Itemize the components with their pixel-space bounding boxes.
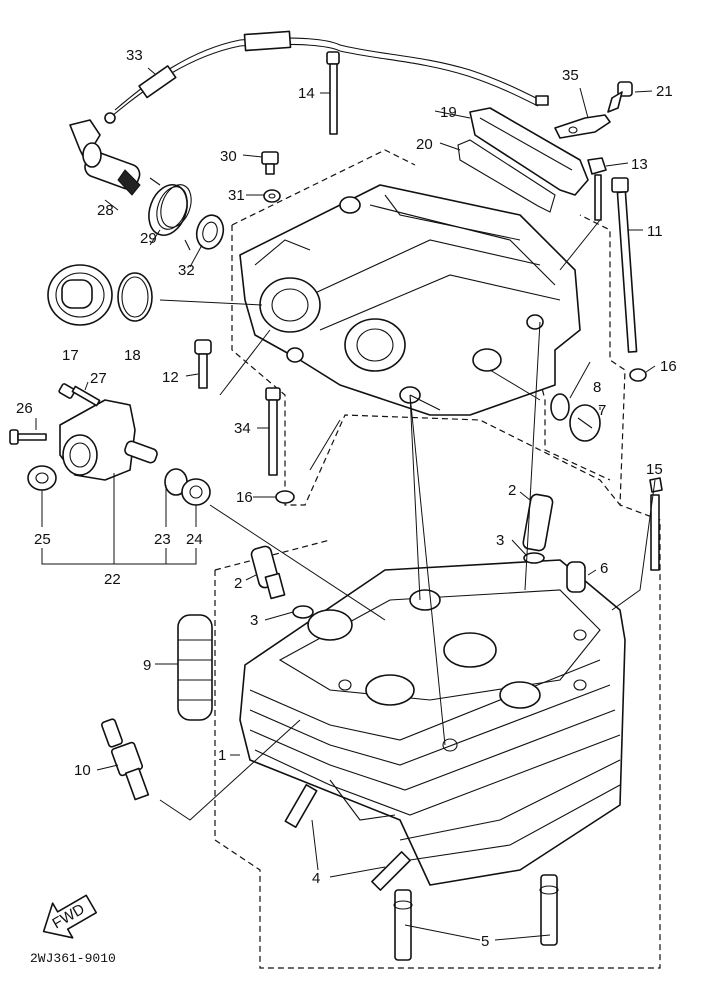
spring-29 [148,177,192,251]
callout-23: 23 [154,531,171,548]
callout-1: 1 [218,747,226,764]
cylinder-head-cover [239,184,581,416]
callout-9: 9 [143,657,151,674]
callout-28: 28 [97,202,114,219]
washer-16-left [275,490,295,504]
callout-3-lower: 3 [250,612,258,629]
stud-4-lower [371,851,411,891]
callout-30: 30 [220,148,237,165]
bolt-24 [181,478,211,506]
valve-guide-2-lower [250,545,286,600]
o-ring-8 [550,393,570,421]
callout-21: 21 [656,83,673,100]
callout-29: 29 [140,230,157,247]
bolt-12 [194,339,212,389]
bracket-35 [554,114,611,139]
spark-plug-10 [101,718,150,801]
callout-13: 13 [631,156,648,173]
clip-3-lower [292,605,314,619]
callout-32: 32 [178,262,195,279]
valve-guide-2-upper [522,493,554,552]
stud-5-left [393,889,413,961]
callout-10: 10 [74,762,91,779]
bolt-27 [58,383,101,407]
callout-2-lower: 2 [234,575,242,592]
bolt-34 [265,387,281,476]
stud-15 [649,477,663,571]
callout-33: 33 [126,47,143,64]
washer-16-right [629,368,647,382]
callout-3-upper: 3 [496,532,504,549]
callout-26: 26 [16,400,33,417]
clip-3-upper [523,552,545,564]
fwd-arrow-icon: FWD [42,894,98,939]
callout-31: 31 [228,187,245,204]
callout-6: 6 [600,560,608,577]
callout-25: 25 [34,531,51,548]
dowel-6 [566,561,586,593]
assembly-outline-lower [214,504,661,969]
cap-17 [47,264,113,326]
callout-19: 19 [440,104,457,121]
gasket-19 [469,107,589,196]
screw-26 [9,429,47,445]
callout-16-left: 16 [236,489,253,506]
washer-31 [263,189,281,203]
callout-16-right: 16 [660,358,677,375]
callout-34: 34 [234,420,251,437]
callout-15: 15 [646,461,663,478]
callout-5: 5 [481,933,489,950]
callout-labels: 33 14 35 21 19 20 30 13 31 28 11 29 32 1… [16,47,677,966]
nut-13 [587,157,607,221]
bolt-21 [607,81,633,113]
callout-17: 17 [62,347,79,364]
callout-22: 22 [104,571,121,588]
callout-35: 35 [562,67,579,84]
callout-4: 4 [312,870,320,887]
bolt-14 [326,51,340,135]
stud-11 [611,177,638,353]
plug-7 [569,404,601,442]
cable-33 [104,30,549,124]
callout-14: 14 [298,85,315,102]
leader-lines [35,67,656,941]
gasket-25 [27,465,57,491]
seal-32 [195,214,225,250]
callout-2-upper: 2 [508,482,516,499]
callout-12: 12 [162,369,179,386]
tensioner-22 [59,399,158,481]
gasket-20 [457,139,556,213]
pin-9 [177,614,213,721]
lever-28 [69,119,141,196]
callout-27: 27 [90,370,107,387]
callout-18: 18 [124,347,141,364]
stud-5-right [539,874,559,946]
bolt-30 [261,151,279,175]
callout-8: 8 [593,379,601,396]
callout-7: 7 [598,402,606,419]
diagram-code: 2WJ361-9010 [30,951,116,966]
stud-4-upper [284,784,318,828]
cylinder-head [239,559,626,886]
o-ring-18 [117,272,153,322]
callout-20: 20 [416,136,433,153]
callout-24: 24 [186,531,203,548]
callout-11: 11 [647,223,663,240]
